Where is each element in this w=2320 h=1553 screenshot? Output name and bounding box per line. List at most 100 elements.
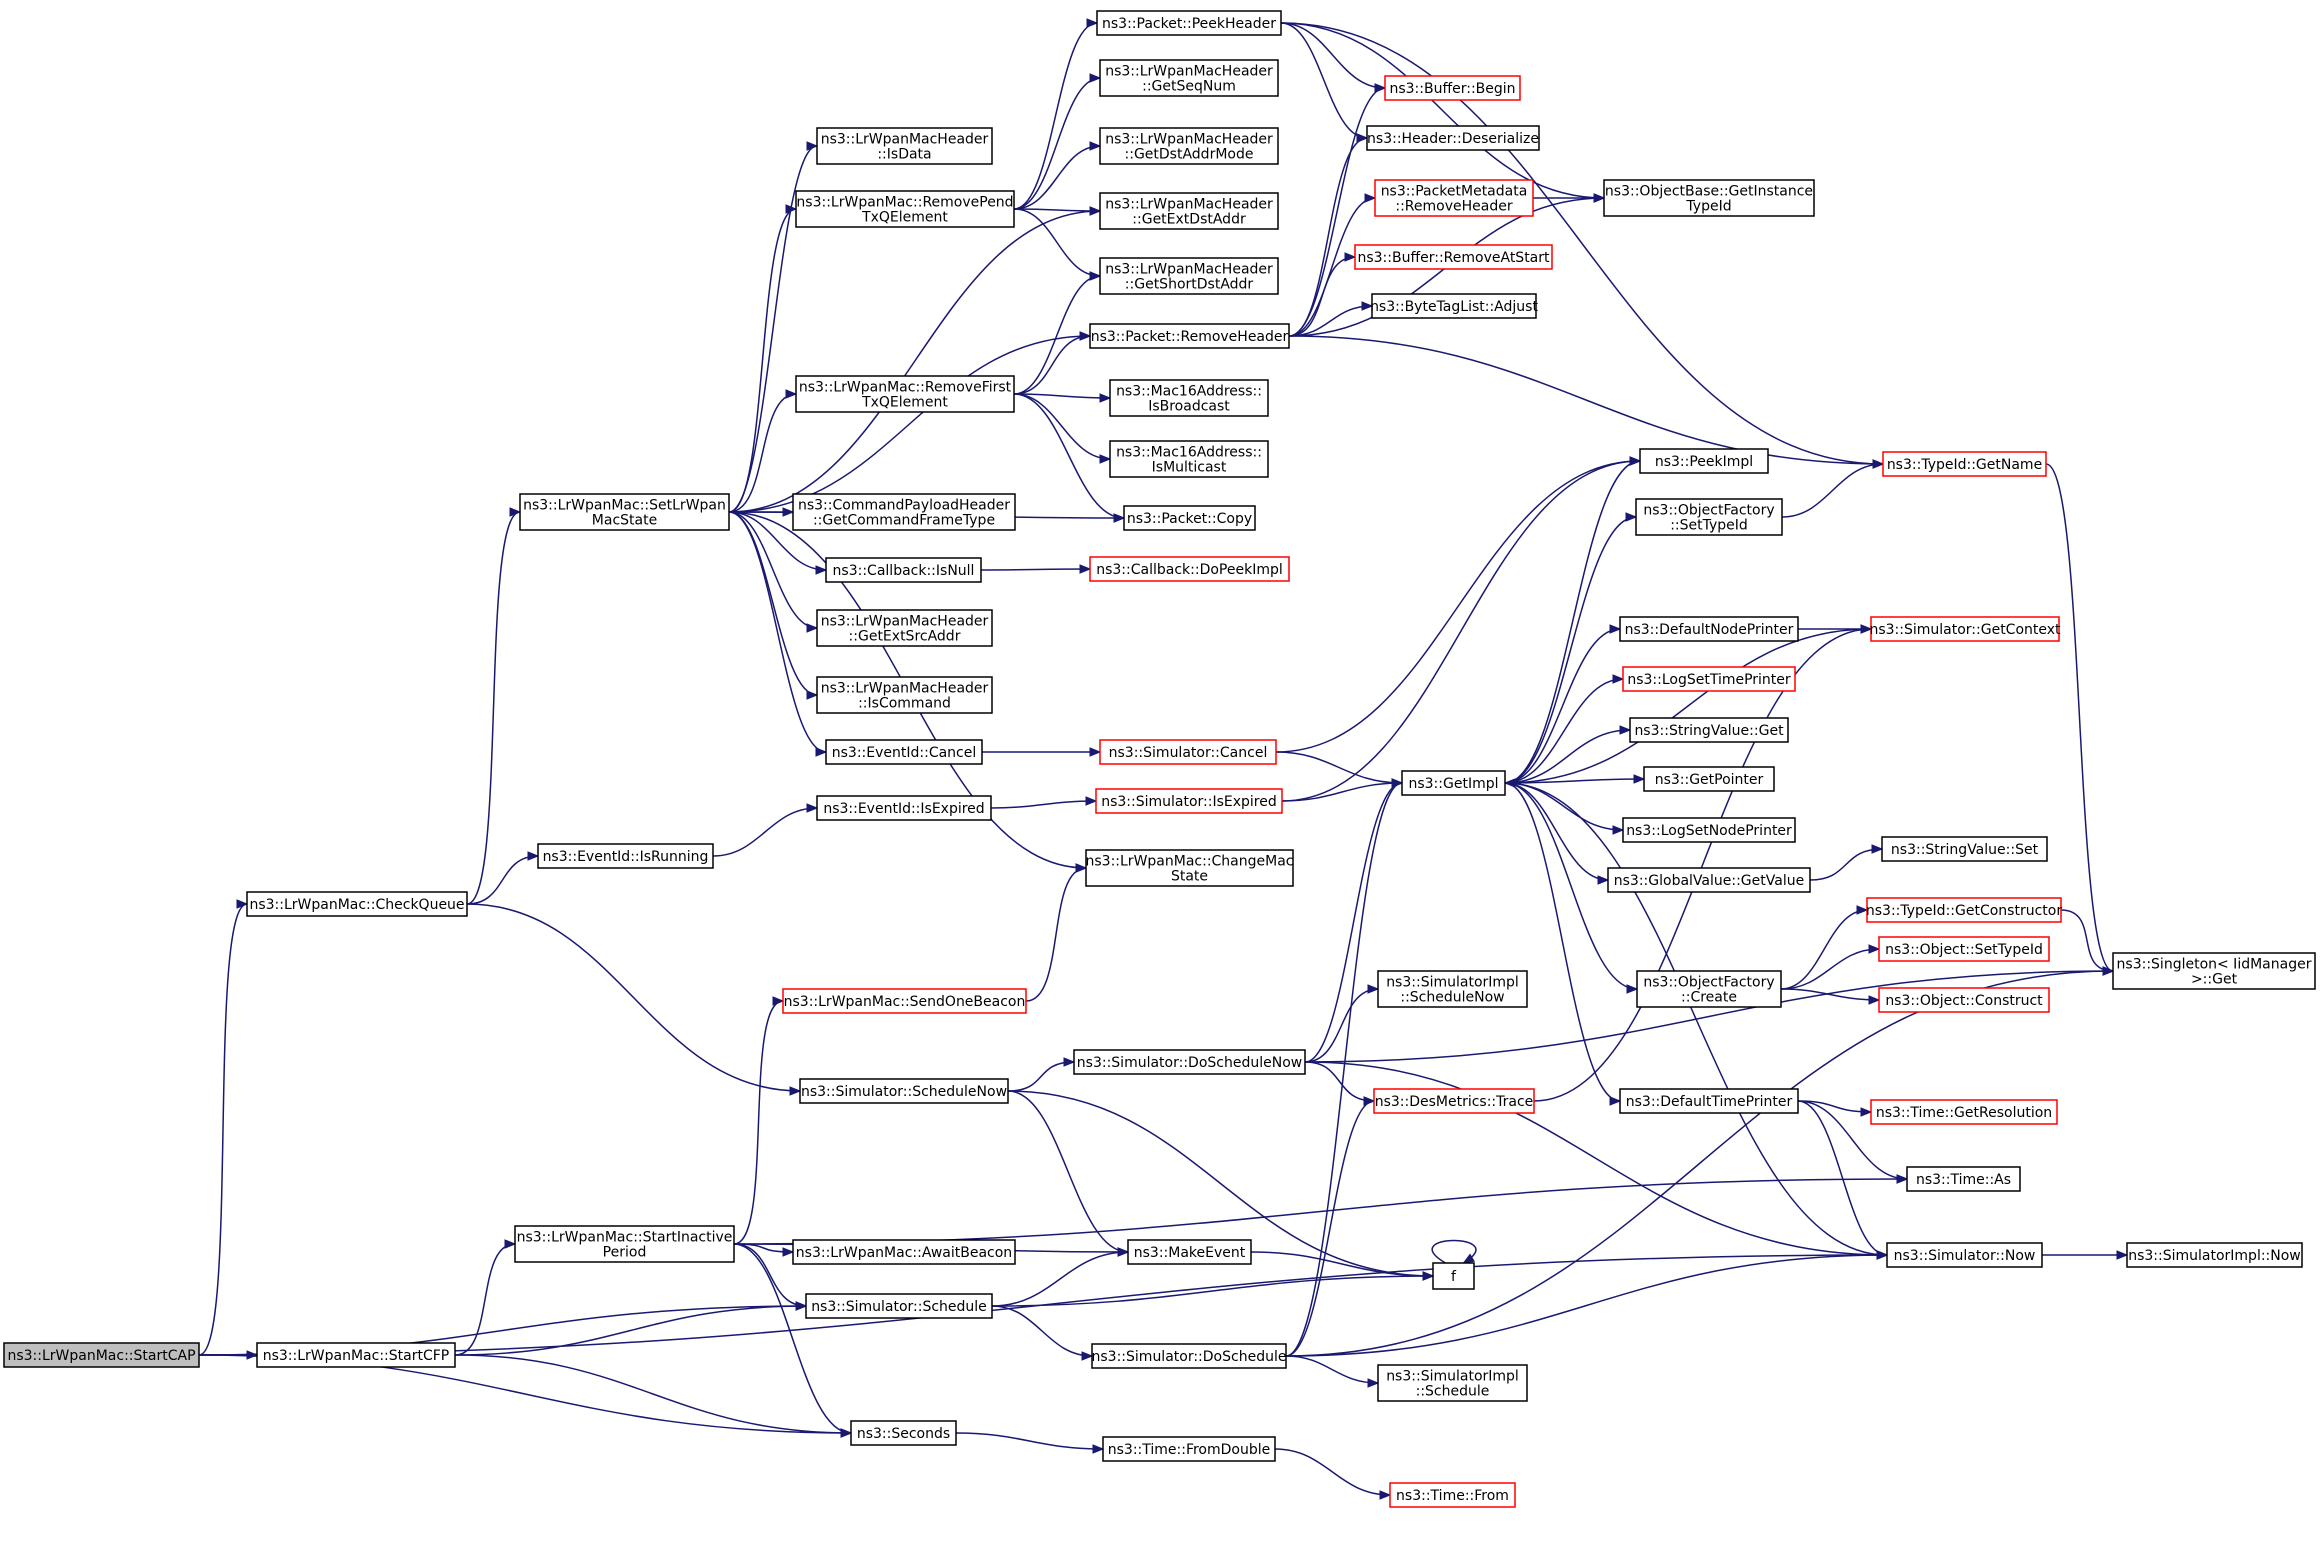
graph-node-pktmeta[interactable]: ns3::PacketMetadata::RemoveHeader [1374,179,1534,217]
graph-node-evcancel[interactable]: ns3::EventId::Cancel [825,739,983,765]
node-label: ::GetCommandFrameType [813,513,995,529]
node-label: ::Create [1681,990,1737,1006]
edge-deftimeprinter-to-timeres [1797,1100,1873,1117]
node-box [1374,179,1534,217]
node-label: ns3::Simulator::DoScheduleNow [1077,1055,1302,1071]
graph-node-peekheader[interactable]: ns3::Packet::PeekHeader [1096,10,1282,36]
edge-line [1431,1239,1477,1264]
graph-node-sendbeacon[interactable]: ns3::LrWpanMac::SendOneBeacon [782,988,1027,1014]
graph-node-simgetctx[interactable]: ns3::Simulator::GetContext [1869,616,2061,642]
edge-line [733,1243,807,1307]
graph-node-dosched[interactable]: ns3::Simulator::DoSchedule [1091,1343,1287,1369]
graph-node-removeheader[interactable]: ns3::Packet::RemoveHeader [1089,323,1290,349]
graph-node-evrunning[interactable]: ns3::EventId::IsRunning [537,843,714,869]
graph-node-singleton[interactable]: ns3::Singleton< IidManager >::Get [2112,952,2316,990]
graph-node-destrace[interactable]: ns3::DesMetrics::Trace [1373,1088,1535,1114]
graph-node-checkqueue[interactable]: ns3::LrWpanMac::CheckQueue [246,891,468,917]
graph-node-cbisnull[interactable]: ns3::Callback::IsNull [825,557,982,583]
graph-node-objconstruct[interactable]: ns3::Object::Construct [1878,987,2050,1013]
graph-node-getdstmode[interactable]: ns3::LrWpanMacHeader::GetDstAddrMode [1099,127,1279,165]
edge-arrowhead [1113,513,1126,523]
node-label: ns3::MakeEvent [1134,1245,1246,1261]
graph-node-schedule[interactable]: ns3::Simulator::Schedule [805,1293,993,1319]
graph-node-strset[interactable]: ns3::StringValue::Set [1881,836,2048,862]
graph-node-ismulticast[interactable]: ns3::Mac16Address::IsMulticast [1109,440,1269,478]
graph-node-getpointer[interactable]: ns3::GetPointer [1643,766,1775,792]
graph-node-simnow[interactable]: ns3::Simulator::Now [1886,1242,2043,1268]
graph-node-startcap[interactable]: ns3::LrWpanMac::StartCAP [3,1342,200,1368]
graph-node-getextsrc[interactable]: ns3::LrWpanMacHeader::GetExtSrcAddr [816,609,993,647]
graph-node-cmdframe[interactable]: ns3::CommandPayloadHeader::GetCommandFra… [792,493,1016,531]
graph-node-simimplnow[interactable]: ns3::SimulatorImpl::Now [2126,1242,2303,1268]
edge-removepend-to-peekheader [1013,18,1099,210]
node-label: ns3::Buffer::RemoveAtStart [1357,250,1550,266]
graph-node-ofsettype[interactable]: ns3::ObjectFactory::SetTypeId [1635,498,1783,536]
graph-node-timeas[interactable]: ns3::Time::As [1906,1166,2021,1192]
edge-removeheader-to-pktmeta [1288,193,1377,337]
graph-node-makeevent[interactable]: ns3::MakeEvent [1127,1239,1252,1265]
node-box [1866,897,2062,923]
graph-node-objsettype[interactable]: ns3::Object::SetTypeId [1878,936,2050,962]
node-box [782,988,1027,1014]
edge-arrowhead [795,1301,808,1311]
graph-node-f[interactable]: f [1432,1262,1475,1290]
graph-node-typeidctor[interactable]: ns3::TypeId::GetConstructor [1866,897,2062,923]
graph-node-doschednow[interactable]: ns3::Simulator::DoScheduleNow [1073,1049,1306,1075]
node-label: ns3::SimulatorImpl::Now [2128,1248,2301,1264]
graph-node-isbroadcast[interactable]: ns3::Mac16Address::IsBroadcast [1109,379,1269,417]
node-label: >::Get [2191,972,2238,988]
edge-arrowhead [1593,193,1606,203]
graph-node-simimplschednow[interactable]: ns3::SimulatorImpl::ScheduleNow [1377,970,1528,1008]
graph-node-typeidname[interactable]: ns3::TypeId::GetName [1882,451,2047,477]
graph-node-getimpl[interactable]: ns3::GetImpl [1401,770,1506,796]
edge-line [1280,22,1386,89]
graph-node-isdata[interactable]: ns3::LrWpanMacHeader::IsData [816,127,993,165]
graph-node-simcancel[interactable]: ns3::Simulator::Cancel [1099,739,1277,765]
node-label: ns3::Simulator::DoSchedule [1092,1349,1287,1365]
node-box [825,739,983,765]
graph-node-simimplsched[interactable]: ns3::SimulatorImpl::Schedule [1377,1364,1528,1402]
graph-node-deftimeprinter[interactable]: ns3::DefaultTimePrinter [1619,1088,1799,1114]
graph-node-iscommand[interactable]: ns3::LrWpanMacHeader::IsCommand [816,676,993,714]
graph-node-timeres[interactable]: ns3::Time::GetResolution [1870,1099,2058,1125]
graph-node-getseqnum[interactable]: ns3::LrWpanMacHeader::GetSeqNum [1099,59,1279,97]
graph-node-cbdopeek[interactable]: ns3::Callback::DoPeekImpl [1089,556,1290,582]
graph-node-logsettime[interactable]: ns3::LogSetTimePrinter [1622,666,1796,692]
graph-node-fromdouble[interactable]: ns3::Time::FromDouble [1102,1436,1276,1462]
graph-node-logsetnode[interactable]: ns3::LogSetNodePrinter [1622,817,1796,843]
graph-node-defnodeprinter[interactable]: ns3::DefaultNodePrinter [1619,616,1799,642]
edge-arrowhead [785,204,798,214]
graph-node-pktcopy[interactable]: ns3::Packet::Copy [1123,505,1256,531]
graph-node-gvgetvalue[interactable]: ns3::GlobalValue::GetValue [1607,867,1811,893]
edge-setstate-to-evcancel [728,511,828,757]
graph-node-getshortdst[interactable]: ns3::LrWpanMacHeader::GetShortDstAddr [1099,257,1279,295]
graph-node-strget[interactable]: ns3::StringValue::Get [1629,717,1789,743]
graph-node-peekimpl[interactable]: ns3::PeekImpl [1639,448,1769,474]
graph-node-bufremove[interactable]: ns3::Buffer::RemoveAtStart [1354,244,1553,270]
edge-line [1288,137,1368,337]
node-box [1099,59,1279,97]
graph-node-awaitbeacon[interactable]: ns3::LrWpanMac::AwaitBeacon [792,1239,1016,1265]
edge-setstate-to-removeheader [728,331,1092,513]
graph-node-startcfp[interactable]: ns3::LrWpanMac::StartCFP [256,1342,456,1368]
edge-simgetctx-to-getimpl [1503,628,1872,788]
edge-arrowhead [509,507,522,517]
graph-node-hdrdeser[interactable]: ns3::Header::Deserialize [1366,125,1540,151]
edge-removepend-to-getextdst [1013,206,1102,216]
graph-node-simexpired[interactable]: ns3::Simulator::IsExpired [1095,788,1283,814]
graph-node-ofcreate[interactable]: ns3::ObjectFactory::Create [1636,970,1782,1008]
graph-node-timefrom[interactable]: ns3::Time::From [1389,1482,1516,1508]
graph-node-schednow[interactable]: ns3::Simulator::ScheduleNow [799,1078,1009,1104]
graph-node-getextdst[interactable]: ns3::LrWpanMacHeader::GetExtDstAddr [1099,192,1279,230]
graph-node-seconds[interactable]: ns3::Seconds [850,1420,957,1446]
graph-node-bytetag[interactable]: ns3::ByteTagList::Adjust [1370,293,1538,319]
graph-node-evexpired[interactable]: ns3::EventId::IsExpired [816,795,992,821]
graph-node-bufbegin[interactable]: ns3::Buffer::Begin [1384,75,1521,101]
node-label: ::GetDstAddrMode [1125,147,1254,163]
